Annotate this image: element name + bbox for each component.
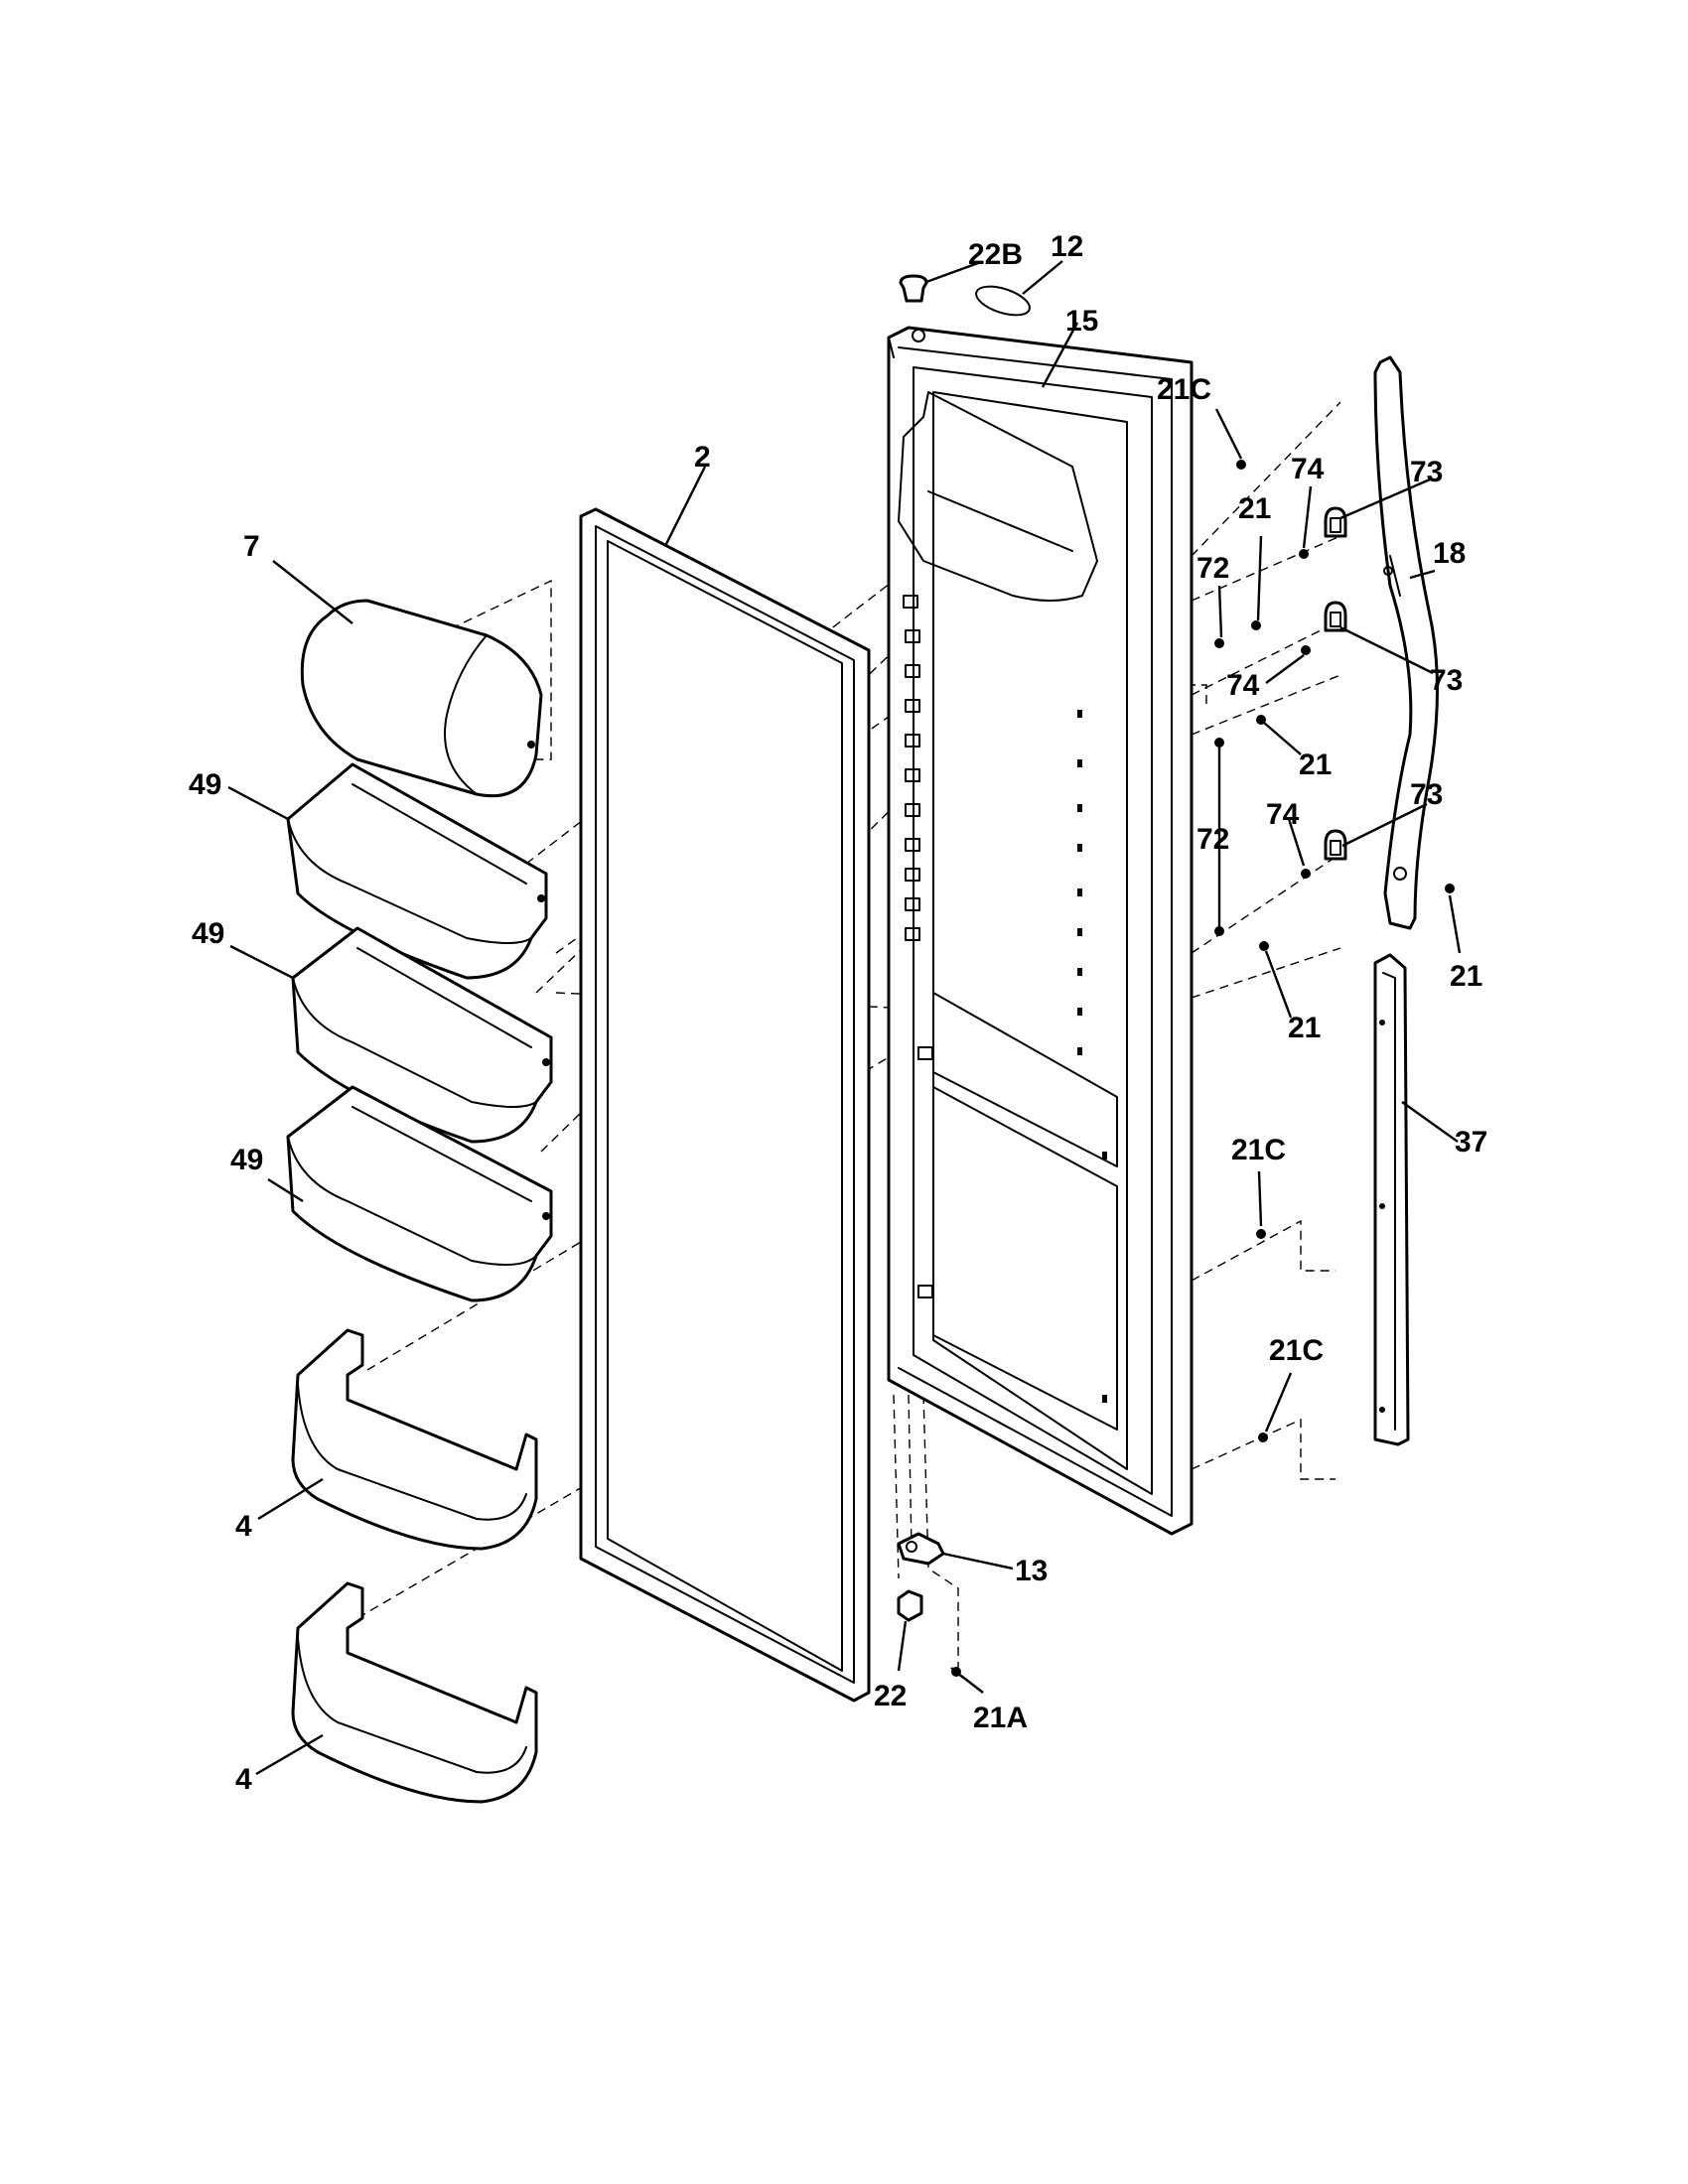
callout-18: 18 (1433, 537, 1466, 570)
callout-74-2: 74 (1226, 669, 1260, 702)
part-13-hinge (897, 1532, 945, 1566)
shelf-pegs-left (903, 595, 933, 1298)
callout-21-3: 21 (1288, 1012, 1321, 1044)
screw-21c-low (1258, 1433, 1268, 1442)
callout-labels: 22B 12 15 2 7 49 49 49 4 4 21C 74 73 21 … (189, 230, 1487, 1796)
callout-21-1: 21 (1238, 492, 1271, 525)
screw-21-1 (1251, 620, 1261, 630)
callout-49-2: 49 (192, 917, 224, 950)
callout-21c-top: 21C (1157, 373, 1211, 406)
part-73-clip-1 (1324, 506, 1347, 538)
part-49-door-bin-3 (286, 1085, 553, 1302)
callout-73-2: 73 (1430, 664, 1463, 697)
part-2-door-gasket (579, 507, 871, 1703)
callout-49-3: 49 (230, 1144, 263, 1176)
callout-72-1: 72 (1196, 552, 1229, 585)
part-12-washer (975, 285, 1031, 317)
part-37-handle-trim (1373, 953, 1410, 1446)
part-7-cylinder-bin (300, 599, 543, 798)
callout-74-3: 74 (1266, 798, 1300, 831)
screw-74-3 (1301, 869, 1311, 879)
part-15-door-assembly (887, 326, 1194, 1536)
part-49-door-bin-1 (286, 762, 548, 980)
screw-74-2 (1301, 645, 1311, 655)
callout-2: 2 (694, 441, 711, 474)
callout-7: 7 (243, 530, 260, 563)
leader-lines (227, 260, 1462, 1776)
callout-74-1: 74 (1291, 453, 1325, 485)
screw-74-1 (1299, 549, 1309, 559)
callout-22: 22 (874, 1680, 907, 1712)
screw-21c-top (1236, 460, 1246, 470)
callout-21a: 21A (973, 1702, 1028, 1734)
callout-15: 15 (1065, 305, 1098, 338)
screw-72-1 (1214, 638, 1224, 648)
part-73-clip-2 (1324, 601, 1347, 632)
part-22b-cap (899, 274, 928, 303)
screw-21-2 (1256, 715, 1266, 725)
screw-21-3 (1259, 941, 1269, 951)
hinge-hole (912, 329, 925, 342)
callout-4-1: 4 (235, 1510, 252, 1543)
callout-21c-low: 21C (1269, 1334, 1324, 1367)
callout-73-1: 73 (1410, 456, 1443, 488)
screw-21-4 (1445, 884, 1455, 893)
screw-21c-mid (1256, 1229, 1266, 1239)
callout-37: 37 (1455, 1126, 1487, 1159)
callout-72-2: 72 (1196, 823, 1229, 856)
callout-21-4: 21 (1450, 960, 1482, 993)
callout-73-3: 73 (1410, 778, 1443, 811)
callout-21-2: 21 (1299, 749, 1332, 781)
callout-13: 13 (1015, 1555, 1048, 1587)
part-4-door-shelf-2 (291, 1581, 538, 1804)
callout-49-1: 49 (189, 768, 221, 801)
part-18-handle (1373, 355, 1439, 930)
part-4-door-shelf-1 (291, 1328, 538, 1551)
callout-22b: 22B (968, 238, 1023, 271)
callout-21c-mid: 21C (1231, 1134, 1286, 1166)
shelf-pegs-right (1077, 710, 1107, 1403)
part-22-hinge-pin (897, 1589, 923, 1622)
callout-12: 12 (1051, 230, 1083, 263)
fastener-dots (1214, 460, 1455, 1442)
callout-4-2: 4 (235, 1763, 252, 1796)
